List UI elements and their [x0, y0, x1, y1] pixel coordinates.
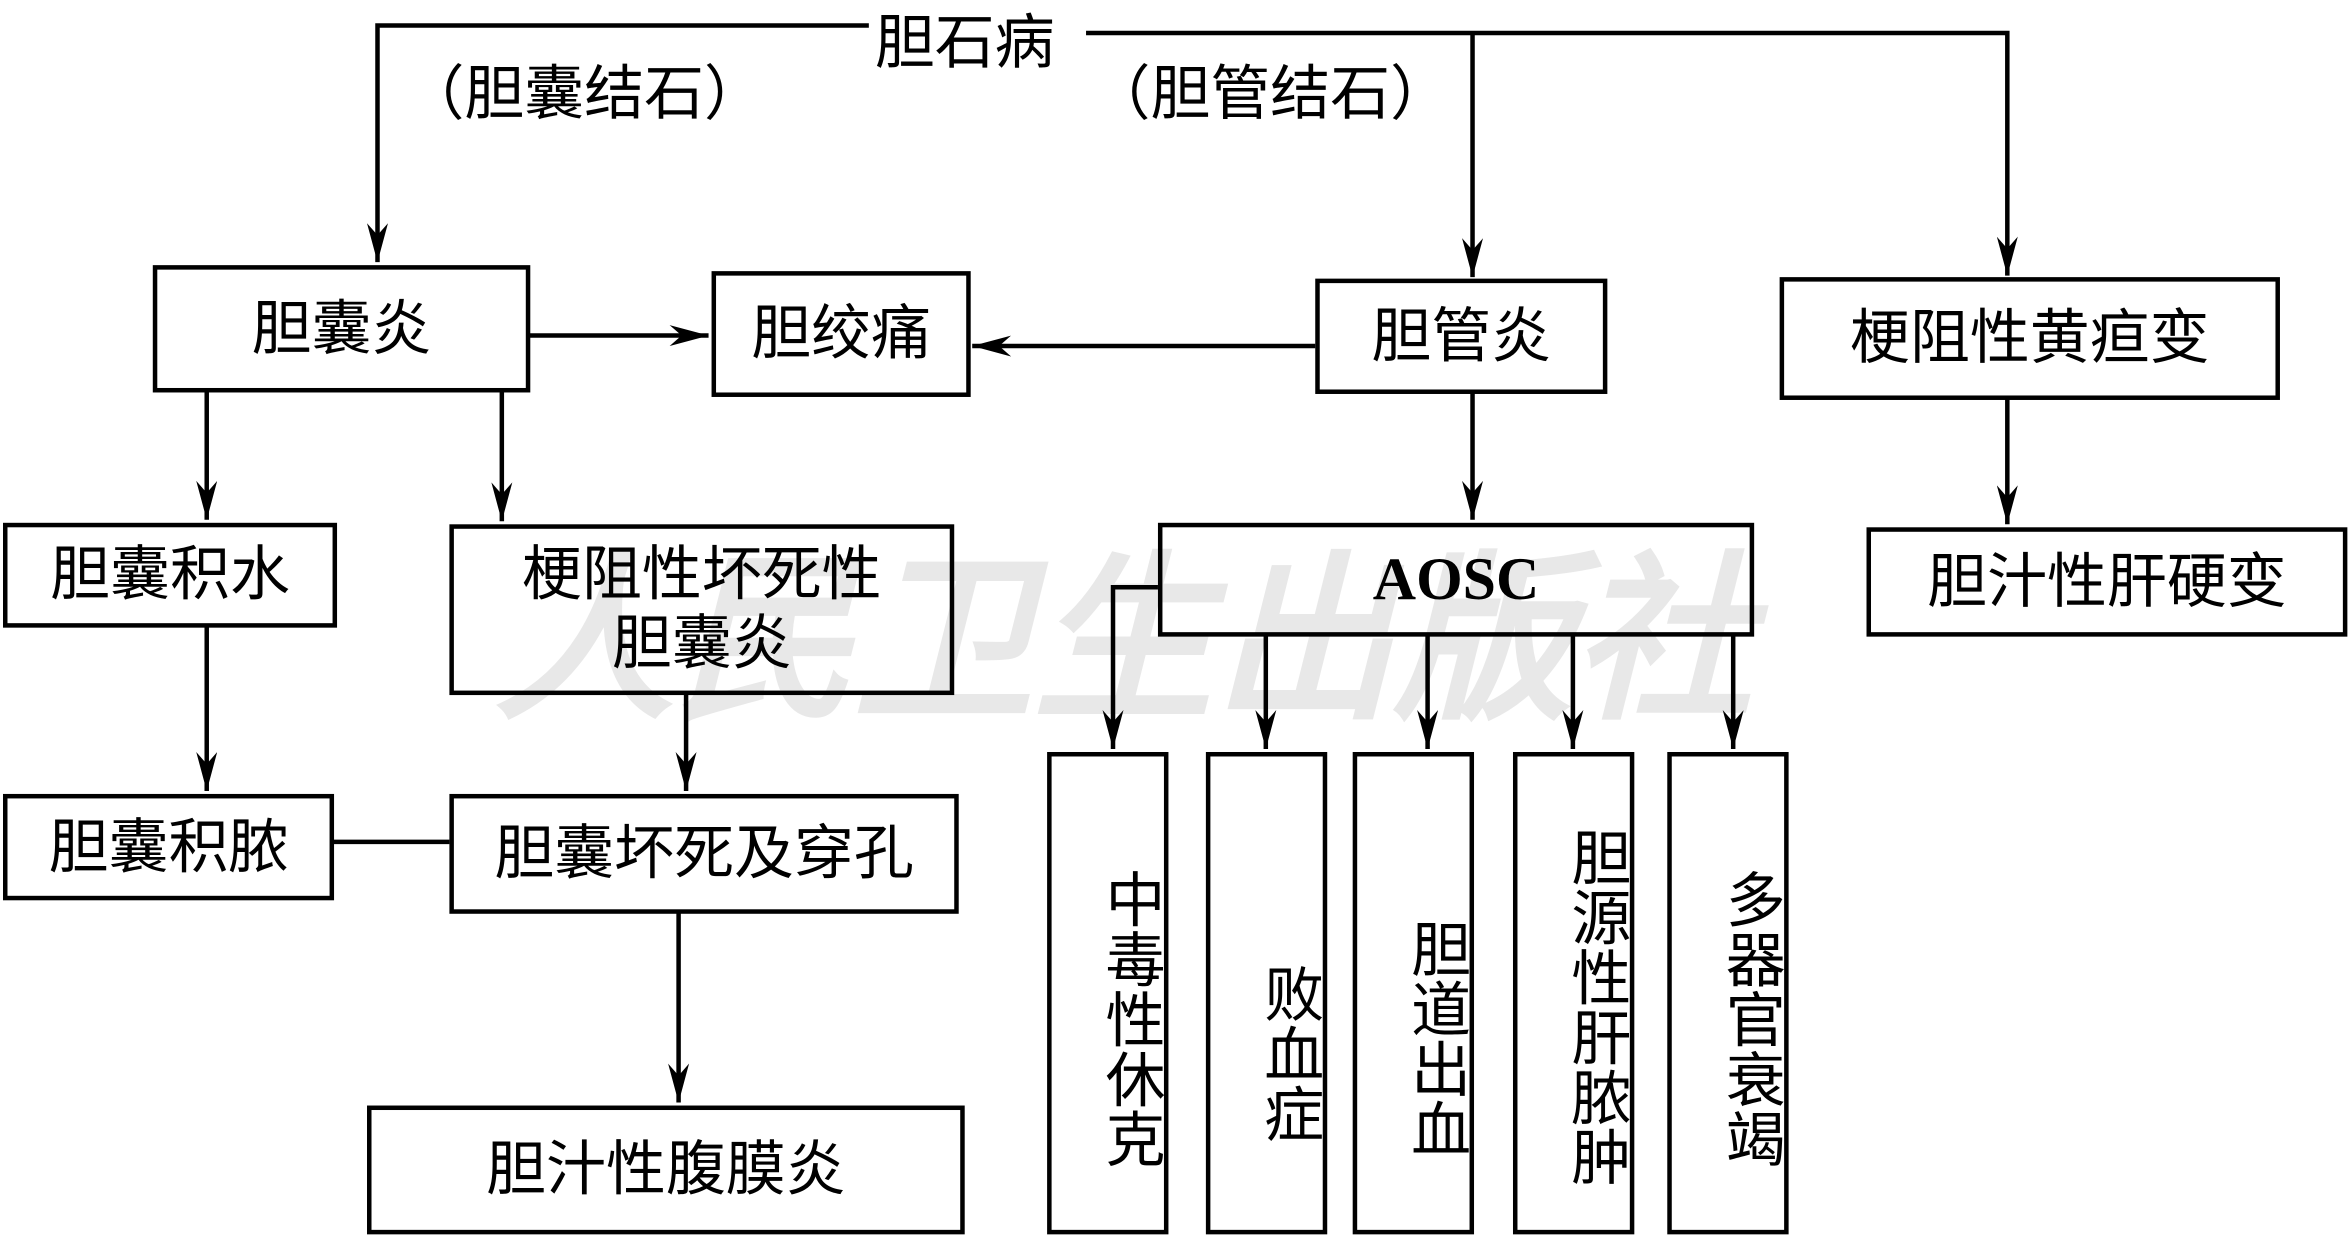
node-empyema: 胆囊积脓	[2, 793, 335, 901]
node-liver-abscess: 胆源性肝脓肿	[1512, 751, 1635, 1235]
node-perforation: 胆囊坏死及穿孔	[449, 793, 959, 914]
node-cholecystitis: 胆囊炎	[152, 265, 531, 393]
node-toxic-shock: 中毒性休克	[1047, 751, 1169, 1235]
node-aosc: AOSC	[1157, 522, 1755, 637]
node-necrotizing: 梗阻性坏死性胆囊炎	[449, 524, 955, 696]
node-bile-peritonitis: 胆汁性腹膜炎	[367, 1105, 965, 1235]
node-hydrops: 胆囊积水	[2, 522, 338, 628]
node-biliary-colic: 胆绞痛	[711, 271, 971, 397]
node-hemobilia: 胆道出血	[1352, 751, 1475, 1235]
edge-aosc-shock	[1102, 584, 1158, 750]
root-label: 胆石病	[874, 8, 1055, 78]
edge-root-left	[367, 23, 869, 263]
watermark: 人民卫生出版社	[494, 534, 1753, 747]
branch-right-label: （胆管结石）	[1090, 59, 1451, 129]
branch-left-label: （胆囊结石）	[404, 59, 764, 129]
node-mof: 多器官衰竭	[1667, 751, 1789, 1235]
node-sepsis: 败血症	[1205, 751, 1328, 1235]
edge-root-right	[1086, 30, 2018, 276]
node-biliary-cirrhosis: 胆汁性肝硬变	[1866, 527, 2348, 637]
node-obstructive-jaundice: 梗阻性黄疸变	[1779, 277, 2280, 400]
node-cholangitis: 胆管炎	[1315, 278, 1608, 394]
